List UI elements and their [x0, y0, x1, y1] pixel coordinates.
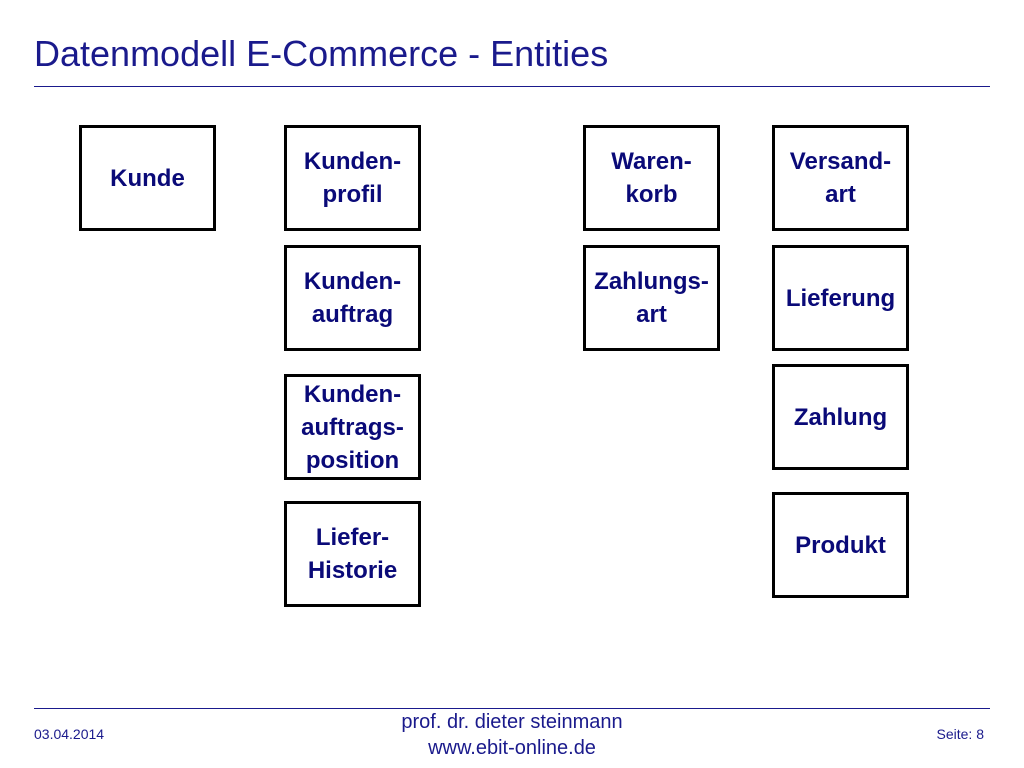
- footer-website: www.ebit-online.de: [428, 737, 596, 759]
- entity-kundenprofil: Kunden- profil: [284, 125, 421, 231]
- entity-label: Produkt: [795, 531, 886, 559]
- title-divider: [34, 86, 990, 87]
- entity-zahlungsart: Zahlungs- art: [583, 245, 720, 351]
- entity-label: Zahlung: [793, 403, 888, 431]
- entity-label: Kunde: [110, 164, 185, 192]
- entity-warenkorb: Waren- korb: [583, 125, 720, 231]
- entity-label: Waren- korb: [611, 148, 692, 208]
- footer-page-number: Seite: 8: [936, 726, 984, 742]
- entity-zahlung: Zahlung: [772, 364, 909, 470]
- entity-label: Kunden- auftrag: [303, 268, 402, 328]
- entity-label: Versand- art: [789, 148, 892, 208]
- footer-date: 03.04.2014: [34, 726, 105, 742]
- entity-kundenauftragsposition: Kunden- auftrags- position: [284, 374, 421, 480]
- entity-label: Zahlungs- art: [594, 268, 709, 328]
- entity-label: Kunden- profil: [303, 148, 402, 208]
- footer-divider: [34, 708, 990, 709]
- entity-produkt: Produkt: [772, 492, 909, 598]
- entity-lieferhistorie: Liefer- Historie: [284, 501, 421, 607]
- entity-lieferung: Lieferung: [772, 245, 909, 351]
- entity-label: Lieferung: [785, 284, 896, 312]
- entity-kunde: Kunde: [79, 125, 216, 231]
- entity-kundenauftrag: Kunden- auftrag: [284, 245, 421, 351]
- entity-versandart: Versand- art: [772, 125, 909, 231]
- footer-author: prof. dr. dieter steinmann: [401, 711, 623, 733]
- entity-label: Liefer- Historie: [307, 524, 398, 584]
- footer-credits: prof. dr. dieter steinmann www.ebit-onli…: [312, 709, 712, 761]
- slide-title: Datenmodell E-Commerce - Entities: [34, 33, 609, 74]
- entity-label: Kunden- auftrags- position: [301, 380, 404, 474]
